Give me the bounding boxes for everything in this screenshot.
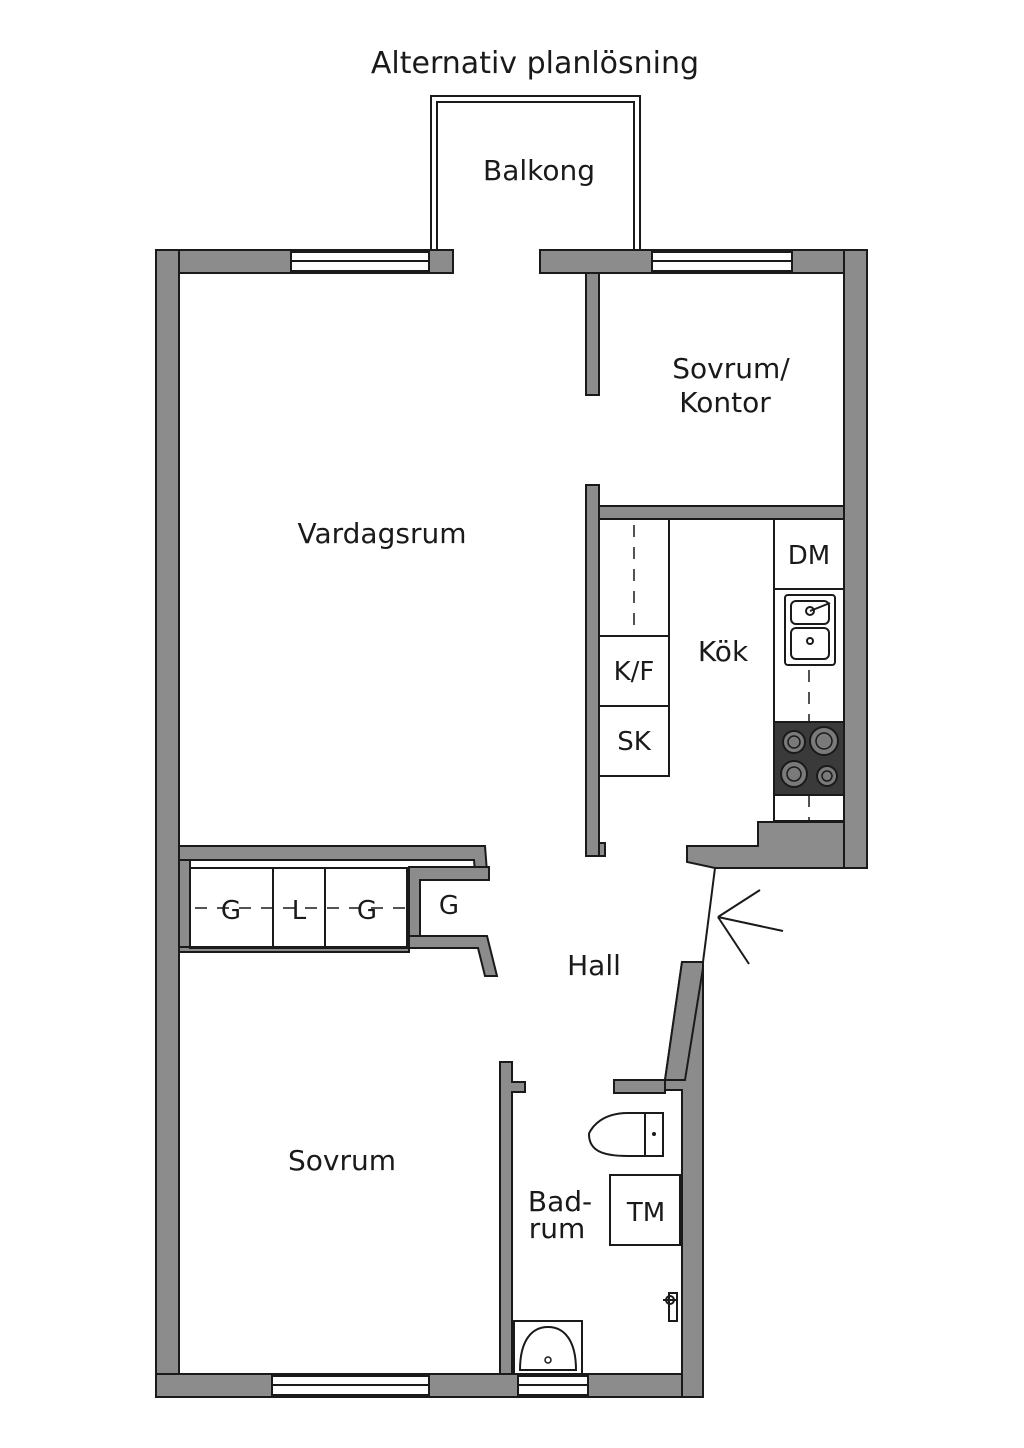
cabinet-label: SK [617,727,652,757]
room-label-bath-1: Bad- [528,1185,592,1218]
toilet-icon [587,1112,664,1157]
room-label-bedroom: Sovrum [288,1144,396,1177]
kitchen-right-counter [773,518,845,822]
washing-machine [609,1174,681,1246]
fridge-freezer-label: K/F [614,657,655,687]
room-label-balcony: Balkong [483,154,595,187]
room-label-office-1: Sovrum/ [672,352,790,385]
room-label-living: Vardagsrum [298,517,467,550]
room-label-office-2: Kontor [679,386,771,419]
shower-icon [663,1292,678,1322]
wardrobe-label-1: G [221,896,241,926]
washbasin-icon [513,1320,583,1375]
room-label-hall: Hall [567,949,621,982]
balcony [430,95,641,250]
interior-walls [178,272,845,1375]
wardrobe-label-2: G [357,896,377,926]
kitchen-left-counter [598,518,670,777]
room-label-kitchen: Kök [698,635,749,668]
windows [271,251,793,1396]
closets [189,867,408,949]
washing-machine-label: TM [626,1198,665,1228]
linen-closet-label: L [292,896,307,926]
dishwasher-label: DM [788,541,830,571]
stove-icon [773,721,845,796]
entrance-door-line [702,867,716,963]
arrow-icon [717,889,784,965]
wardrobe-label-3: G [439,891,459,921]
plan-title: Alternativ planlösning [371,46,699,81]
sink-icon [784,594,836,666]
room-label-bath-2: rum [529,1212,586,1245]
